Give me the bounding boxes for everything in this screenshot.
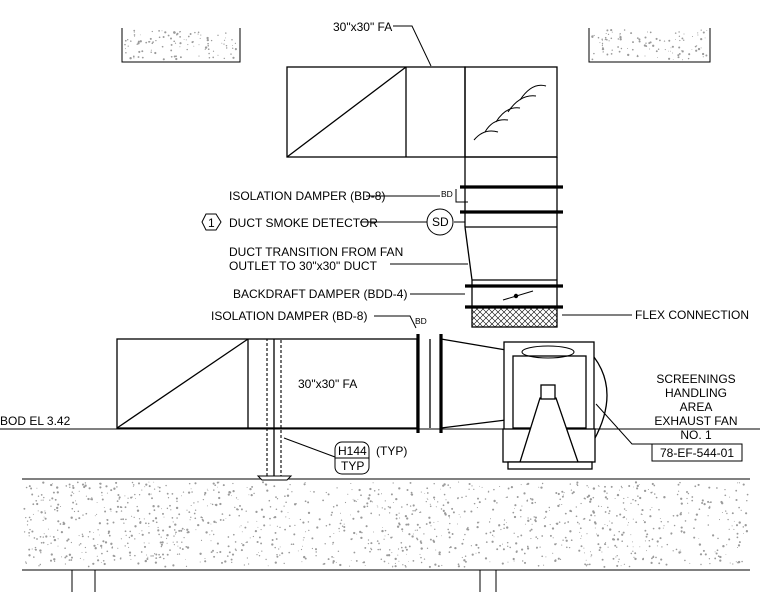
fan-label-line3: AREA [680, 400, 713, 414]
backdraft-damper [465, 284, 563, 309]
duct-hanger [256, 338, 293, 481]
main-duct [116, 334, 507, 433]
hanger-sheet: TYP [341, 459, 364, 473]
fan-label-line5: NO. 1 [680, 428, 712, 442]
isolation-damper-label-1: ISOLATION DAMPER (BD-8) [229, 189, 385, 203]
upper-slab-right [588, 28, 711, 63]
upper-slab-left [121, 28, 241, 63]
flex-connection [471, 306, 558, 328]
sd-tag: SD [432, 215, 449, 229]
hanger-typ-label: (TYP) [376, 444, 407, 458]
flex-connection-label: FLEX CONNECTION [635, 308, 749, 322]
isolation-damper-label-2: ISOLATION DAMPER (BD-8) [211, 309, 367, 323]
fa-main-label: 30"x30" FA [298, 377, 357, 391]
fan-label-line2: HANDLING [665, 386, 727, 400]
duct-elbow [464, 66, 558, 187]
transition-label-line2: OUTLET TO 30"x30" DUCT [229, 259, 378, 273]
hanger-callout: H144 TYP [334, 441, 370, 475]
vertical-duct [460, 185, 563, 307]
smoke-note-number: 1 [208, 216, 215, 230]
fan-label-line1: SCREENINGS [656, 372, 735, 386]
fan-tag: 78-EF-544-01 [660, 446, 734, 460]
bd-tag-2: BD [415, 316, 427, 326]
duct-smoke-detector-label: DUCT SMOKE DETECTOR [229, 216, 378, 230]
transition-label-line1: DUCT TRANSITION FROM FAN [229, 245, 403, 259]
bd-tag-1: BD [441, 189, 453, 199]
fan-label-line4: EXHAUST FAN [654, 414, 737, 428]
leaders [283, 25, 652, 458]
exhaust-fan [502, 341, 608, 470]
floor-slab [0, 428, 760, 592]
fan-tag-box: 78-EF-544-01 [651, 443, 743, 462]
elevation-label: BOD EL 3.42 [0, 414, 71, 428]
note-hexagon-1: 1 [201, 213, 222, 231]
backdraft-damper-label: BACKDRAFT DAMPER (BDD-4) [233, 287, 407, 301]
fa-top-label: 30"x30" FA [333, 20, 392, 34]
upper-duct [286, 66, 466, 158]
smoke-detector-symbol: SD [426, 208, 454, 236]
hanger-id: H144 [338, 444, 367, 458]
